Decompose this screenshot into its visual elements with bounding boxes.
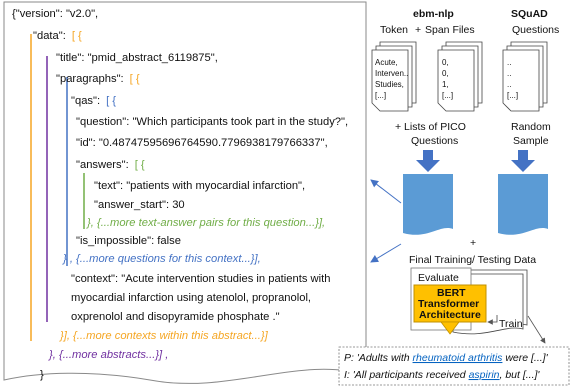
json-line-context-2: myocardial infarction using atenolol, pr…	[71, 292, 311, 304]
squad-doc-line-1: ..	[507, 58, 511, 67]
train-label: Train	[499, 318, 523, 330]
output-arrow	[527, 315, 546, 344]
random-caption-line-1: Random	[511, 121, 551, 133]
merge-plus-sign: +	[470, 237, 476, 249]
squad-question-stack: .. .. .. [...]	[502, 41, 548, 112]
squad-doc-line-3: ..	[507, 80, 511, 89]
json-line-close: }	[40, 369, 44, 381]
bert-line-1: BERT	[437, 287, 466, 299]
evaluate-label: Evaluate	[418, 272, 459, 284]
token-doc-line-3: Studies,	[375, 80, 404, 89]
ebm-nlp-title: ebm-nlp	[413, 8, 454, 20]
squad-down-arrow	[511, 150, 535, 172]
span-doc-line-1: 0,	[442, 58, 449, 67]
json-line-version: {"version": "v2.0",	[12, 8, 98, 20]
json-line-answers: "answers":[ {	[76, 159, 145, 171]
json-line-answer-text: "text": "patients with myocardial infarc…	[94, 180, 305, 192]
json-line-title: "title": "pmid_abstract_6119875",	[56, 52, 218, 64]
squad-title: SQuAD	[511, 8, 548, 20]
json-line-context: "context": "Acute intervention studies i…	[71, 273, 330, 285]
bert-box	[413, 284, 487, 323]
squad-doc-line-4: [...]	[507, 91, 518, 100]
bert-line-2: Transformer	[418, 298, 479, 310]
token-doc-line-2: Interven..	[375, 69, 408, 78]
json-line-more-contexts: }], {...more contexts within this abstra…	[59, 330, 269, 342]
ebm-processed-document	[403, 174, 453, 235]
squad-subtitle: Questions	[512, 24, 559, 36]
json-line-more-answers: }, {...more text-answer pairs for this q…	[86, 217, 325, 229]
json-line-id: "id": "0.48747595696764590.7796938179766…	[76, 137, 328, 149]
random-caption-line-2: Sample	[513, 135, 549, 147]
json-line-more-questions: } , {...more questions for this context.…	[62, 253, 261, 265]
json-document-shape	[3, 1, 367, 384]
bert-down-arrow	[440, 321, 460, 335]
json-line-data: "data":[ {	[33, 30, 82, 42]
json-line-paragraphs: "paragraphs":[ {	[56, 73, 140, 85]
train-arrow	[487, 315, 498, 325]
span-doc-line-3: 1,	[442, 80, 449, 89]
token-doc-line-1: Acute,	[375, 58, 398, 67]
pico-down-arrow	[416, 150, 440, 172]
squad-to-json-arrow	[370, 243, 402, 263]
bert-line-3: Architecture	[419, 309, 481, 321]
final-data-title: Final Training/ Testing Data	[409, 254, 536, 266]
span-files-label: Span Files	[425, 24, 475, 36]
json-line-more-abstracts: }, {...more abstracts...}] ,	[48, 349, 168, 361]
pico-caption-line-1: + Lists of PICO	[395, 121, 466, 133]
json-line-qas: "qas":[ {	[71, 95, 116, 107]
span-doc-line-4: [...]	[442, 91, 453, 100]
pico-caption-line-2: Questions	[411, 135, 458, 147]
squad-doc-line-2: ..	[507, 69, 511, 78]
token-file-stack: Acute, Interven.. Studies, [...]	[371, 41, 417, 112]
token-doc-line-4: [...]	[375, 91, 386, 100]
span-doc-line-2: 0,	[442, 69, 449, 78]
token-label: Token	[380, 24, 408, 36]
ebm-plus-sign: +	[415, 24, 421, 36]
output-i-example: I: 'All participants received aspirin, b…	[344, 369, 540, 381]
json-line-context-3: oxprenolol and disopyramide phosphate ."	[71, 311, 280, 323]
json-line-question: "question": "Which participants took par…	[76, 116, 348, 128]
json-line-answer-start: "answer_start": 30	[94, 199, 185, 211]
json-line-is-impossible: "is_impossible": false	[76, 235, 181, 247]
output-examples-box	[338, 346, 570, 386]
squad-processed-document	[498, 174, 548, 235]
span-file-stack: 0, 0, 1, [...]	[437, 41, 483, 112]
ebm-to-json-arrow	[370, 179, 402, 204]
output-p-example: P: 'Adults with rheumatoid arthritis wer…	[344, 352, 549, 364]
